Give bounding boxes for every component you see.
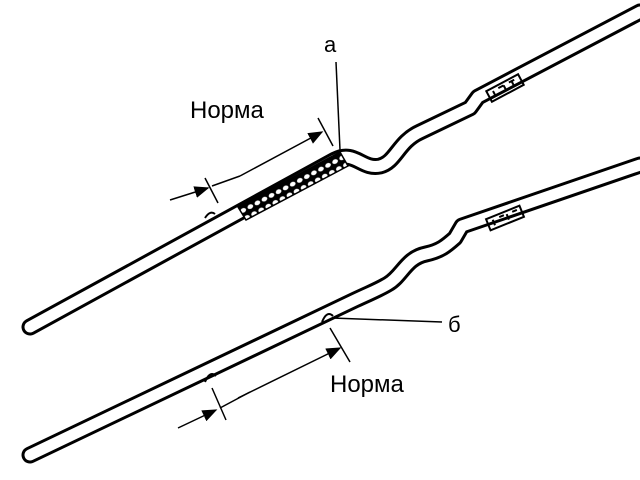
notch-mark bbox=[204, 211, 216, 219]
notch-upper bbox=[321, 313, 334, 323]
oil-level-hatched-zone bbox=[236, 150, 350, 221]
label-a: а bbox=[324, 32, 337, 57]
norm-dimension-top bbox=[169, 117, 334, 204]
norm-label-top: Норма bbox=[190, 97, 265, 124]
norm-dimension-bottom bbox=[177, 327, 351, 429]
dipstick-top bbox=[21, 3, 640, 336]
dipstick-bottom bbox=[21, 156, 640, 464]
leader-line-a bbox=[335, 61, 341, 151]
stamp-marking-top bbox=[484, 72, 526, 104]
stamp-marking-bottom bbox=[484, 204, 526, 232]
leader-line-b bbox=[331, 317, 443, 323]
label-b: б bbox=[448, 312, 461, 337]
notch-lower bbox=[204, 373, 217, 383]
norm-label-bottom: Норма bbox=[330, 371, 405, 398]
